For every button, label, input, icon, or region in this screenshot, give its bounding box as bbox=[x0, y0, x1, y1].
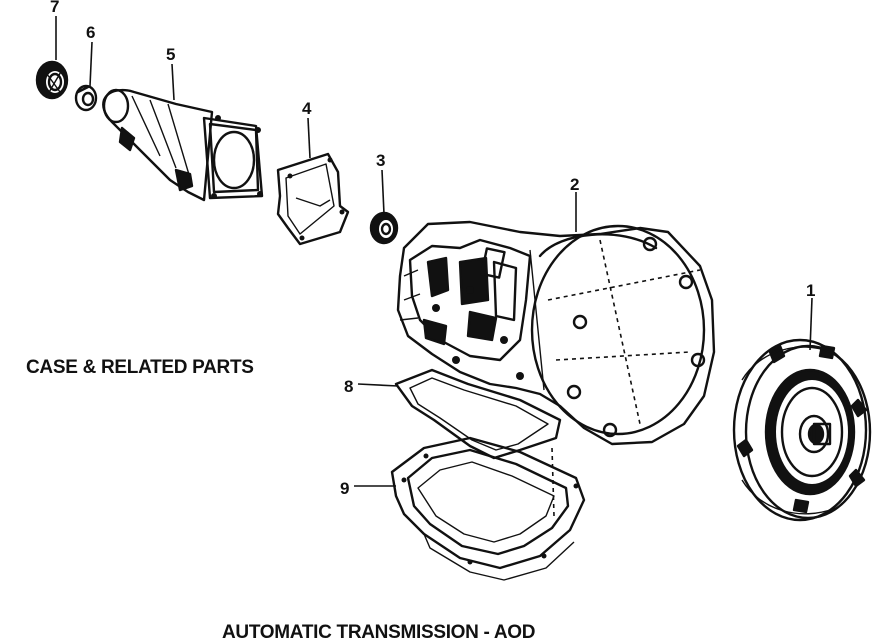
callout-3: 3 bbox=[376, 151, 385, 170]
callout-7: 7 bbox=[50, 0, 59, 16]
part-2-transmission-case bbox=[396, 220, 716, 446]
part-3-seal bbox=[369, 211, 399, 245]
leader-lines bbox=[55, 16, 813, 517]
callout-labels: 1 2 3 4 5 6 7 8 9 bbox=[50, 0, 815, 498]
callout-6: 6 bbox=[86, 23, 95, 42]
part-4-gasket bbox=[276, 152, 350, 246]
callout-5: 5 bbox=[166, 45, 175, 64]
callout-2: 2 bbox=[570, 175, 579, 194]
part-5-extension-housing bbox=[102, 88, 264, 202]
callout-4: 4 bbox=[302, 99, 312, 118]
diagram-title: AUTOMATIC TRANSMISSION - AOD bbox=[222, 622, 535, 642]
callout-8: 8 bbox=[344, 377, 353, 396]
part-9-oil-pan bbox=[390, 436, 586, 581]
callout-9: 9 bbox=[340, 479, 349, 498]
part-8-pan-gasket bbox=[394, 368, 562, 460]
part-7-rear-seal bbox=[35, 60, 69, 100]
callout-1: 1 bbox=[806, 281, 815, 300]
section-label: CASE & RELATED PARTS bbox=[26, 357, 254, 378]
part-6-bushing bbox=[74, 84, 98, 112]
part-1-torque-converter bbox=[732, 338, 872, 522]
